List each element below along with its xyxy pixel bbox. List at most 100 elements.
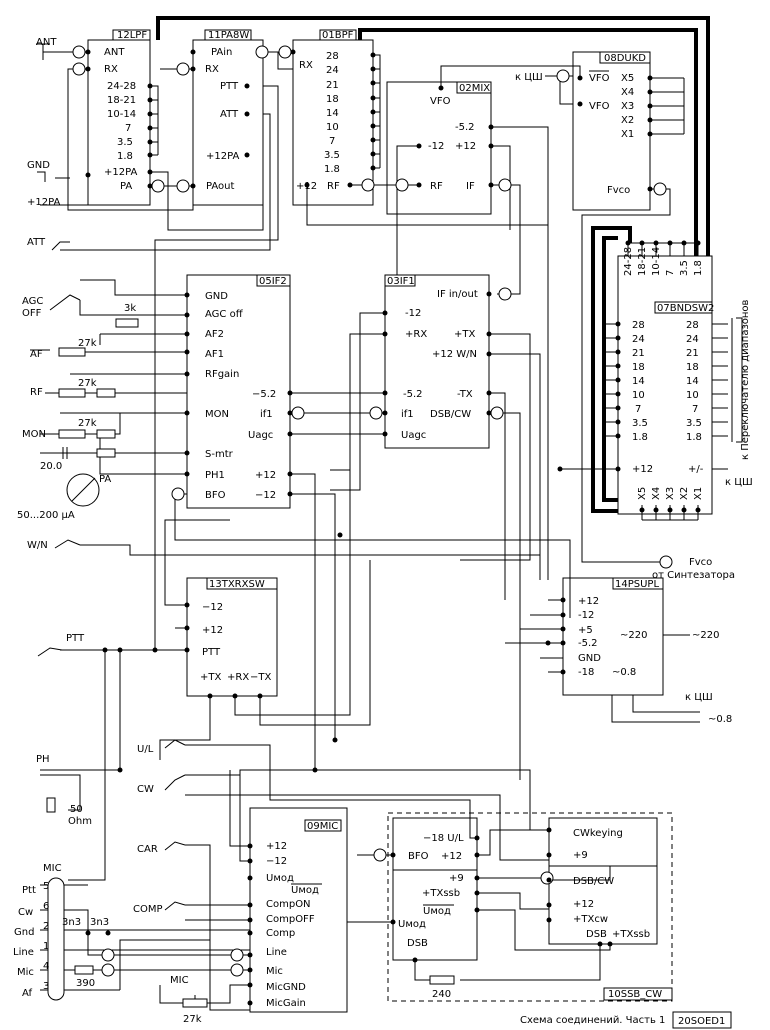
svg-text:+RX: +RX	[227, 672, 249, 683]
svg-text:PAout: PAout	[206, 181, 235, 192]
svg-text:10: 10	[326, 122, 339, 133]
band-switch-label: к Переключателю диапазонов	[740, 299, 751, 460]
svg-text:DSB: DSB	[407, 938, 428, 949]
svg-text:ATT: ATT	[220, 109, 239, 120]
svg-text:18: 18	[326, 94, 339, 105]
svg-text:~220: ~220	[692, 630, 719, 641]
module-07bndsw2: 07BNDSW2 24-28 18-21 10-14 7 3.5 1.8 28 …	[617, 247, 714, 515]
svg-text:3n3: 3n3	[62, 917, 81, 928]
svg-text:390: 390	[76, 978, 95, 989]
svg-text:27k: 27k	[183, 1014, 202, 1025]
ant-label: ANT	[36, 37, 57, 48]
svg-text:RF: RF	[30, 387, 43, 398]
svg-text:14: 14	[326, 108, 339, 119]
svg-text:if1: if1	[401, 409, 414, 420]
svg-text:+12PA: +12PA	[27, 197, 60, 208]
module-01bpf: 01BPF RX 28 24 21 18 14 10 7 3.5 1.8 +12…	[292, 29, 374, 206]
svg-text:3: 3	[43, 981, 49, 992]
svg-text:Comp: Comp	[266, 928, 295, 939]
left-components: ANT GND +12PA ATT AGC OFF 3k AF 27k RF 2…	[13, 37, 455, 1025]
svg-text:7: 7	[665, 270, 676, 276]
svg-text:-12: -12	[578, 610, 594, 621]
svg-text:~0.8: ~0.8	[708, 714, 732, 725]
svg-text:PTT: PTT	[202, 647, 221, 658]
svg-text:1: 1	[43, 941, 49, 952]
svg-text:CAR: CAR	[137, 844, 158, 855]
svg-text:PH1: PH1	[205, 470, 225, 481]
svg-text:X5: X5	[621, 73, 634, 84]
svg-text:Ohm: Ohm	[68, 816, 92, 827]
svg-text:3.5: 3.5	[632, 418, 648, 429]
svg-text:11PA8W: 11PA8W	[208, 30, 249, 41]
svg-text:Uмод: Uмод	[291, 885, 319, 896]
svg-text:к ЦШ: к ЦШ	[685, 692, 713, 703]
svg-text:3.5: 3.5	[117, 137, 133, 148]
svg-text:18-21: 18-21	[107, 95, 136, 106]
svg-text:AF: AF	[30, 349, 43, 360]
svg-text:Mic: Mic	[17, 967, 34, 978]
svg-text:X2: X2	[621, 115, 634, 126]
svg-text:IF in/out: IF in/out	[437, 289, 478, 300]
svg-text:RX: RX	[104, 64, 118, 75]
svg-text:X3: X3	[621, 101, 634, 112]
svg-text:X1: X1	[621, 129, 634, 140]
svg-text:+TX: +TX	[200, 672, 221, 683]
svg-text:7: 7	[329, 136, 335, 147]
svg-text:14: 14	[686, 376, 699, 387]
module-12lpf: 12LPF ANT RX 24-28 18-21 10-14 7 3.5 1.8…	[87, 29, 151, 206]
svg-text:OFF: OFF	[22, 308, 42, 319]
svg-text:24: 24	[686, 334, 699, 345]
svg-text:Uмод: Uмод	[423, 906, 451, 917]
module-14psupl: 14PSUPL +12 -12 +5 -5.2 GND -18 ~220 ~0.…	[562, 577, 664, 696]
svg-text:Gnd: Gnd	[14, 927, 34, 938]
module-09mic: 09MIC +12 −12 Uмод Uмод CompON CompOFF C…	[249, 807, 348, 1013]
module-05if2: 05IF2 GND AGC off AF2 AF1 RFgain MON S-m…	[186, 274, 291, 509]
svg-text:18-21: 18-21	[637, 247, 648, 276]
diagram-title: Схема соединений. Часть 1	[520, 1015, 665, 1026]
svg-text:+12: +12	[455, 141, 476, 152]
svg-text:DSB: DSB	[586, 929, 607, 940]
svg-text:DSB/CW: DSB/CW	[430, 409, 471, 420]
svg-text:+TX: +TX	[454, 329, 475, 340]
svg-text:14PSUPL: 14PSUPL	[615, 579, 659, 590]
svg-text:~220: ~220	[620, 630, 647, 641]
svg-text:2: 2	[43, 921, 49, 932]
svg-text:27k: 27k	[78, 338, 97, 349]
svg-text:6: 6	[43, 901, 49, 912]
svg-text:3n3: 3n3	[90, 917, 109, 928]
svg-text:1.8: 1.8	[686, 432, 702, 443]
svg-text:MON: MON	[22, 429, 46, 440]
svg-text:PAin: PAin	[211, 47, 232, 58]
svg-text:1.8: 1.8	[117, 151, 133, 162]
svg-text:−5.2: −5.2	[252, 389, 276, 400]
svg-text:28: 28	[632, 320, 645, 331]
svg-text:+TXcw: +TXcw	[573, 914, 608, 925]
svg-text:Fvco: Fvco	[607, 185, 630, 196]
svg-text:X2: X2	[679, 487, 690, 500]
svg-text:-5.2: -5.2	[455, 122, 475, 133]
svg-text:CW: CW	[137, 784, 154, 795]
svg-text:Uagc: Uagc	[248, 430, 273, 441]
svg-text:09MIC: 09MIC	[307, 821, 338, 832]
svg-text:Uмод: Uмод	[398, 919, 426, 930]
svg-text:27k: 27k	[78, 378, 97, 389]
module-03if1: 03IF1 IF in/out -12 +RX +TX +12 W/N -5.2…	[384, 274, 490, 449]
svg-text:+12: +12	[266, 841, 287, 852]
svg-text:28: 28	[326, 51, 339, 62]
svg-text:−12: −12	[202, 602, 223, 613]
svg-text:Ptt: Ptt	[22, 885, 36, 896]
svg-text:−12: −12	[255, 490, 276, 501]
svg-text:PTT: PTT	[66, 633, 85, 644]
svg-text:PA: PA	[120, 181, 132, 192]
svg-text:28: 28	[686, 320, 699, 331]
svg-text:21: 21	[326, 80, 339, 91]
svg-text:ANT: ANT	[104, 47, 125, 58]
svg-text:08DUKD: 08DUKD	[604, 53, 646, 64]
svg-text:IF: IF	[466, 181, 475, 192]
svg-text:COMP: COMP	[133, 904, 163, 915]
svg-text:GND: GND	[205, 291, 228, 302]
svg-text:AF1: AF1	[205, 349, 224, 360]
svg-text:7: 7	[692, 404, 698, 415]
svg-text:DSB/CW: DSB/CW	[573, 876, 614, 887]
